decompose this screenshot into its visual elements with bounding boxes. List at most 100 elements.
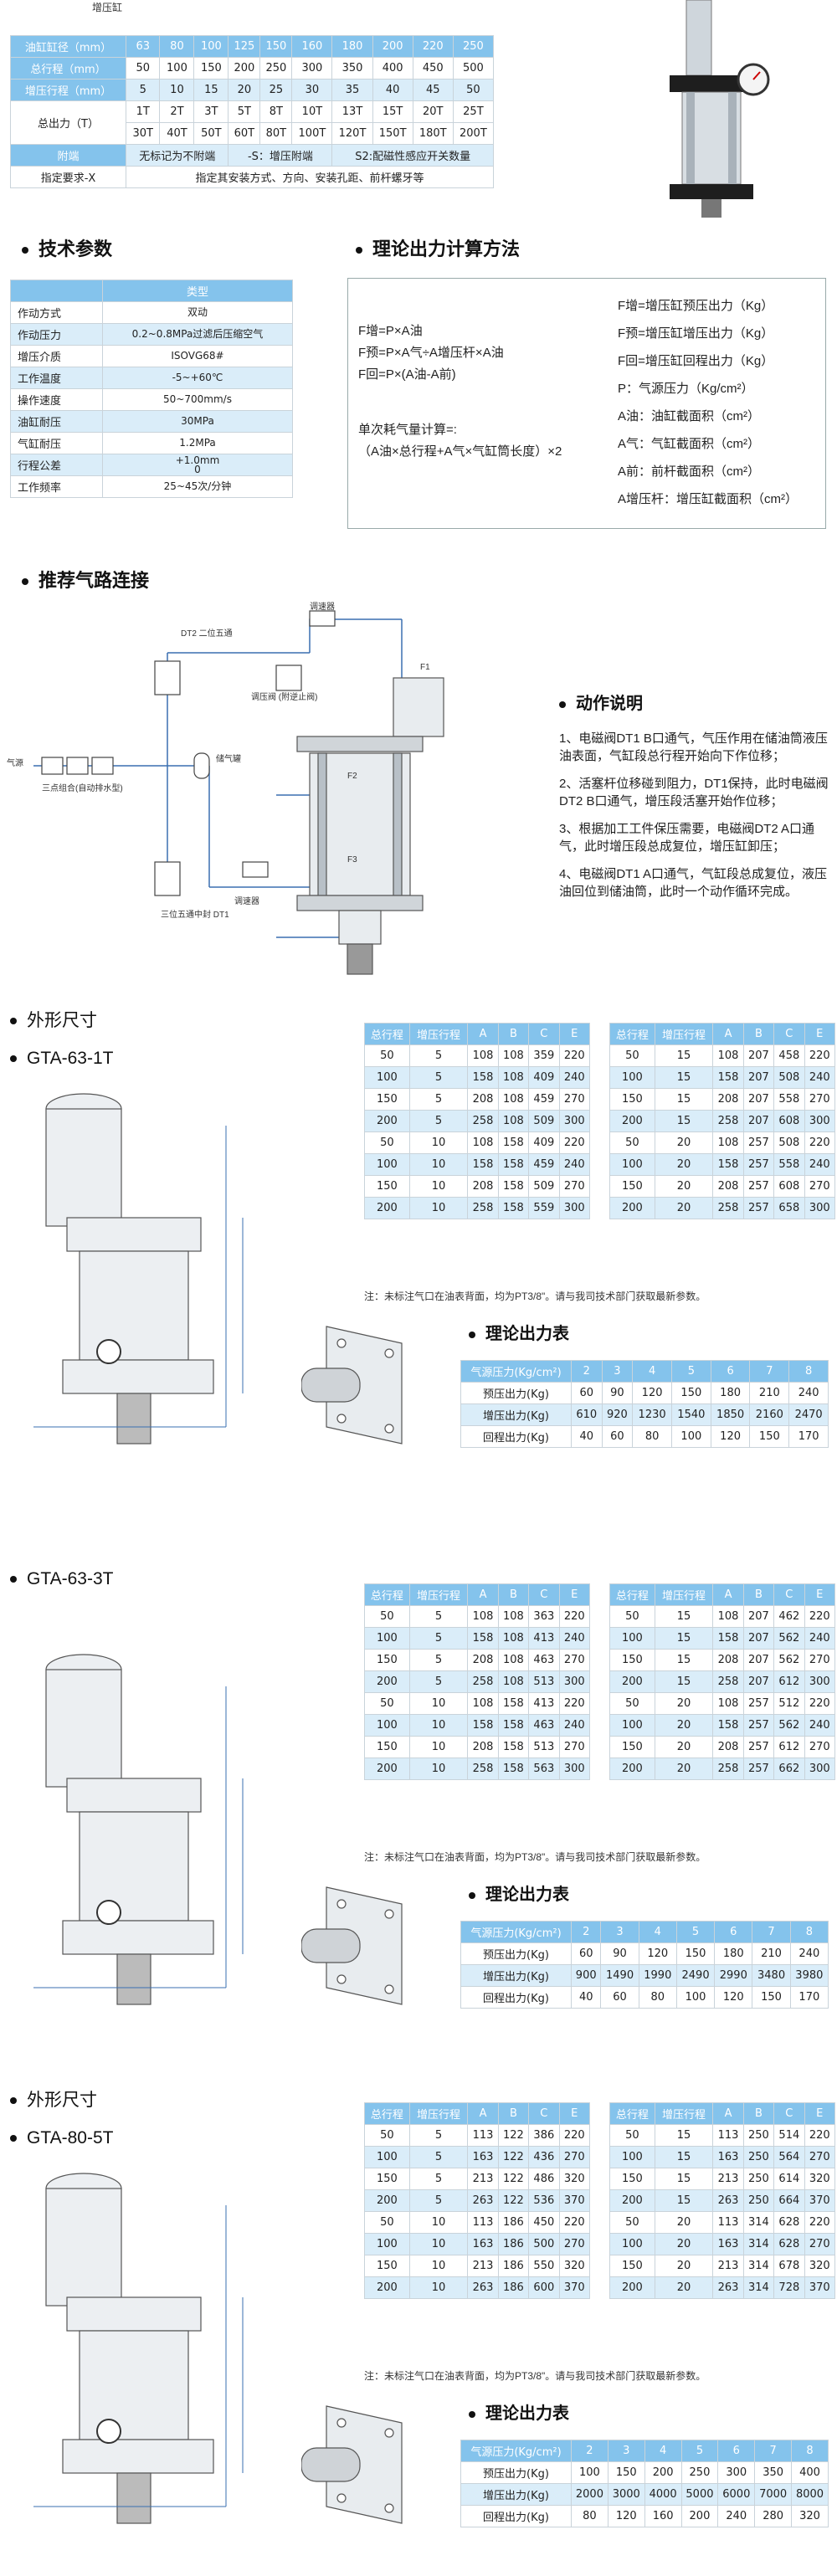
table-cell: 158 xyxy=(712,1066,744,1089)
table-cell: 100 xyxy=(364,1627,410,1650)
consume-formula: （A油×总行程+A气×气缸筒长度）×2 xyxy=(358,444,562,459)
table-cell: 208 xyxy=(467,1649,499,1671)
table-cell: 200 xyxy=(680,2505,719,2527)
table-cell: 增压出力(Kg) xyxy=(460,1964,572,1987)
table-cell: 113 xyxy=(712,2124,744,2147)
table-cell: 60 xyxy=(570,1942,602,1965)
table-cell: 90 xyxy=(600,1942,639,1965)
table-cell: 200 xyxy=(609,2189,655,2212)
table-cell: 210 xyxy=(752,1942,791,1965)
table-cell: 2 xyxy=(570,1921,602,1943)
table-cell: 80 xyxy=(571,2505,608,2527)
table-cell: 512 xyxy=(773,1692,805,1715)
table-cell: 562 xyxy=(773,1627,805,1650)
table-cell: 550 xyxy=(528,2255,560,2277)
table-cell: C xyxy=(773,1583,805,1606)
table-cell: 3980 xyxy=(789,1964,829,1987)
table-cell: 50 xyxy=(364,2124,410,2147)
table-cell: 5 xyxy=(408,1605,469,1628)
table-cell: 40T xyxy=(159,122,195,145)
table-cell: 208 xyxy=(467,1175,499,1198)
table-cell: 250 xyxy=(742,2189,775,2212)
action-step: 1、电磁阀DT1 B口通气，气压作用在储油筒液压油表面，气缸段总行程开始向下作位… xyxy=(559,731,828,763)
table-cell: 158 xyxy=(712,1627,744,1650)
table-cell: 150 xyxy=(609,2255,655,2277)
table-cell: 1540 xyxy=(670,1403,711,1426)
table-cell: 370 xyxy=(804,2189,836,2212)
table-cell: 314 xyxy=(742,2211,775,2234)
table-cell: 120 xyxy=(607,2505,645,2527)
table-cell: 13T xyxy=(331,100,373,123)
table-cell: 108 xyxy=(497,1627,530,1650)
legend-line: F增=增压缸预压出力（Kg） xyxy=(618,299,774,313)
table-cell: 20 xyxy=(654,1175,714,1198)
dimension-drawing xyxy=(17,1075,268,1477)
table-cell: 122 xyxy=(497,2146,530,2168)
table-cell: 258 xyxy=(712,1670,744,1693)
table-cell: 210 xyxy=(749,1382,790,1404)
table-cell: B xyxy=(497,2102,530,2125)
table-cell: 257 xyxy=(742,1175,775,1198)
table-cell: 预压出力(Kg) xyxy=(460,2461,572,2484)
table-cell: 5 xyxy=(408,1044,469,1067)
table-cell: 122 xyxy=(497,2168,530,2190)
table-cell xyxy=(10,280,103,302)
valve-label: 调压阀 (附逆止阀) xyxy=(251,691,317,702)
table-cell: 240 xyxy=(789,1942,829,1965)
table-cell: 200 xyxy=(364,1758,410,1780)
table-cell: 200 xyxy=(228,57,261,80)
table-cell: 400 xyxy=(372,57,413,80)
table-cell: 15 xyxy=(654,1670,714,1693)
table-cell: 200 xyxy=(609,1197,655,1219)
table-cell: 320 xyxy=(791,2505,829,2527)
table-cell: 60 xyxy=(571,1382,603,1404)
table-cell: 5 xyxy=(675,1921,716,1943)
action-step: 2、活塞杆位移碰到阻力，DT1保持，此时电磁阀DT2 B口通气，增压段活塞开始作… xyxy=(559,777,829,808)
table-cell: 158 xyxy=(497,1758,530,1780)
table-cell: 458 xyxy=(773,1044,805,1067)
table-cell: 8 xyxy=(789,1921,829,1943)
table-cell: 270 xyxy=(558,2146,591,2168)
table-cell: 1.2MPa xyxy=(102,432,293,454)
table-cell: 20 xyxy=(654,1714,714,1737)
table-cell: 150 xyxy=(364,2168,410,2190)
table-cell: 208 xyxy=(712,1088,744,1111)
model-name-text: GTA-63-3T xyxy=(27,1569,114,1588)
table-cell: 20 xyxy=(654,1153,714,1176)
table-cell: 612 xyxy=(773,1736,805,1758)
table-cell: 增压行程 xyxy=(408,2102,469,2125)
table-cell: 150 xyxy=(609,1175,655,1198)
table-cell: 250 xyxy=(742,2146,775,2168)
table-cell: 指定其安装方式、方向、安装孔距、前杆螺牙等 xyxy=(126,166,494,188)
table-cell: 3 xyxy=(607,2440,645,2462)
table-cell: 10 xyxy=(408,1197,469,1219)
table-cell: 15 xyxy=(654,2168,714,2190)
table-cell: 463 xyxy=(528,1649,560,1671)
table-cell: 8T xyxy=(259,100,293,123)
table-cell: 10 xyxy=(408,1175,469,1198)
table-cell: 108 xyxy=(467,1692,499,1715)
table-cell: 150 xyxy=(752,1986,791,2009)
table-cell: 5 xyxy=(408,1649,469,1671)
table-cell: 100T xyxy=(291,122,333,145)
table-cell: 1990 xyxy=(638,1964,677,1987)
pneumatic-diagram: DT2 二位五通 调速器 调压阀 (附逆止阀) 储气罐 三点组合(自动排水型) … xyxy=(0,586,502,1054)
table-cell: 10 xyxy=(408,2276,469,2299)
table-cell: 900 xyxy=(570,1964,602,1987)
